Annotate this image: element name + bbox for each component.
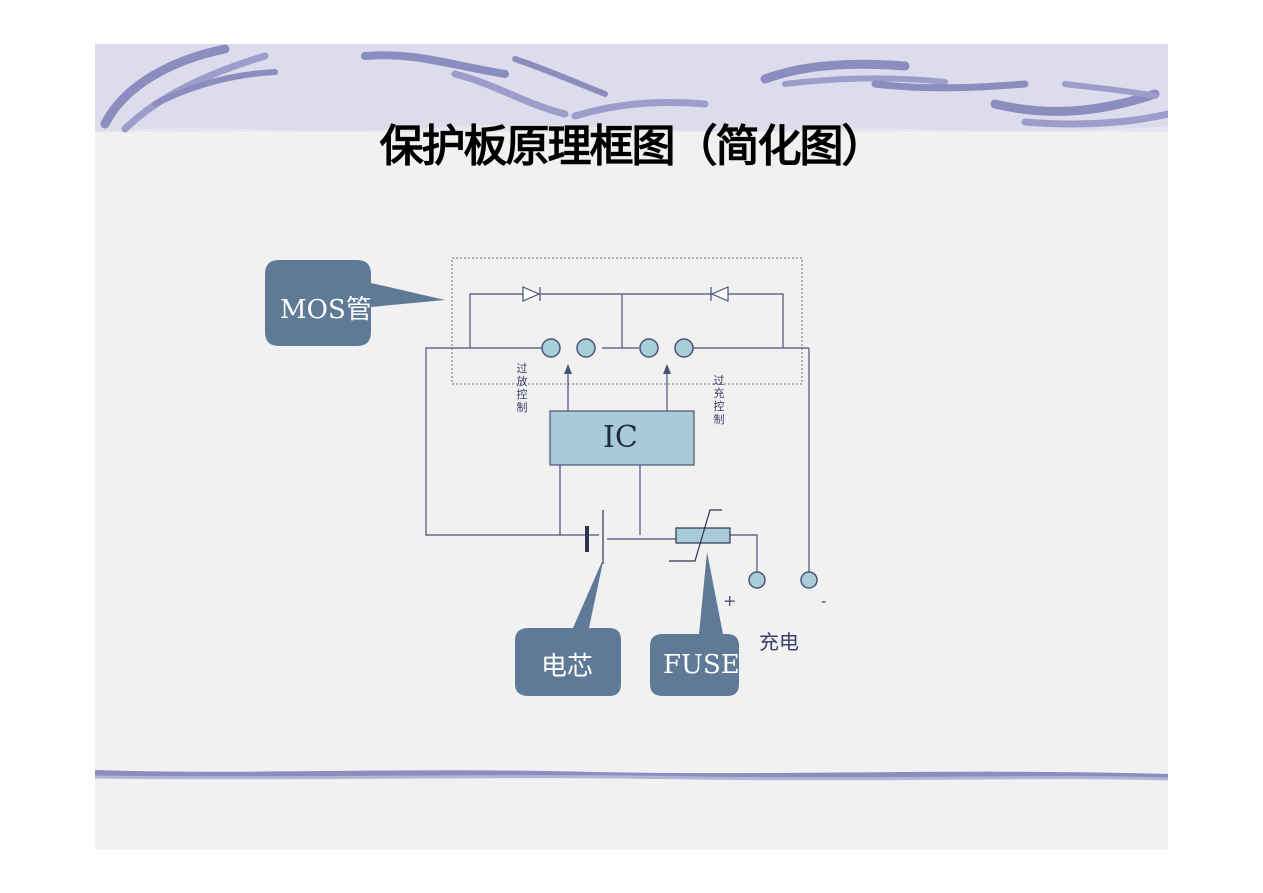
terminal-plus [748, 571, 766, 589]
callout-fuse-label: FUSE [663, 650, 740, 680]
callout-mos [265, 260, 445, 346]
minus-label: - [821, 591, 827, 610]
mos-node-2 [576, 338, 596, 358]
bottom-divider-decoration [95, 770, 1168, 781]
fuse-symbol [669, 509, 731, 562]
mos-node-1 [541, 338, 561, 358]
over-discharge-label: 过放控制 [516, 362, 528, 414]
slide-artwork [95, 44, 1168, 781]
plus-label: + [723, 591, 737, 610]
callout-fuse [650, 552, 739, 696]
callout-cell-label: 电芯 [541, 652, 594, 682]
slide: 保护板原理框图（简化图） MOS管 电芯 FUSE IC 过放控制 过充控制 +… [95, 44, 1168, 850]
charge-label: 充电 [759, 630, 799, 654]
diode-right [710, 286, 729, 302]
mos-box [451, 257, 803, 385]
ic-label: IC [603, 420, 638, 455]
callout-mos-label: MOS管 [280, 295, 372, 325]
slide-title: 保护板原理框图（简化图） [379, 121, 886, 172]
over-charge-label: 过充控制 [713, 374, 725, 426]
mos-node-3 [639, 338, 659, 358]
callout-cell [515, 557, 621, 696]
battery-symbol [585, 510, 604, 564]
arrow-over-discharge [564, 364, 572, 374]
arrow-over-charge [663, 364, 671, 374]
mos-node-4 [674, 338, 694, 358]
diode-left [522, 286, 541, 302]
ic-box [549, 410, 695, 466]
top-banner-decoration [95, 44, 1168, 133]
terminal-minus [800, 571, 818, 589]
